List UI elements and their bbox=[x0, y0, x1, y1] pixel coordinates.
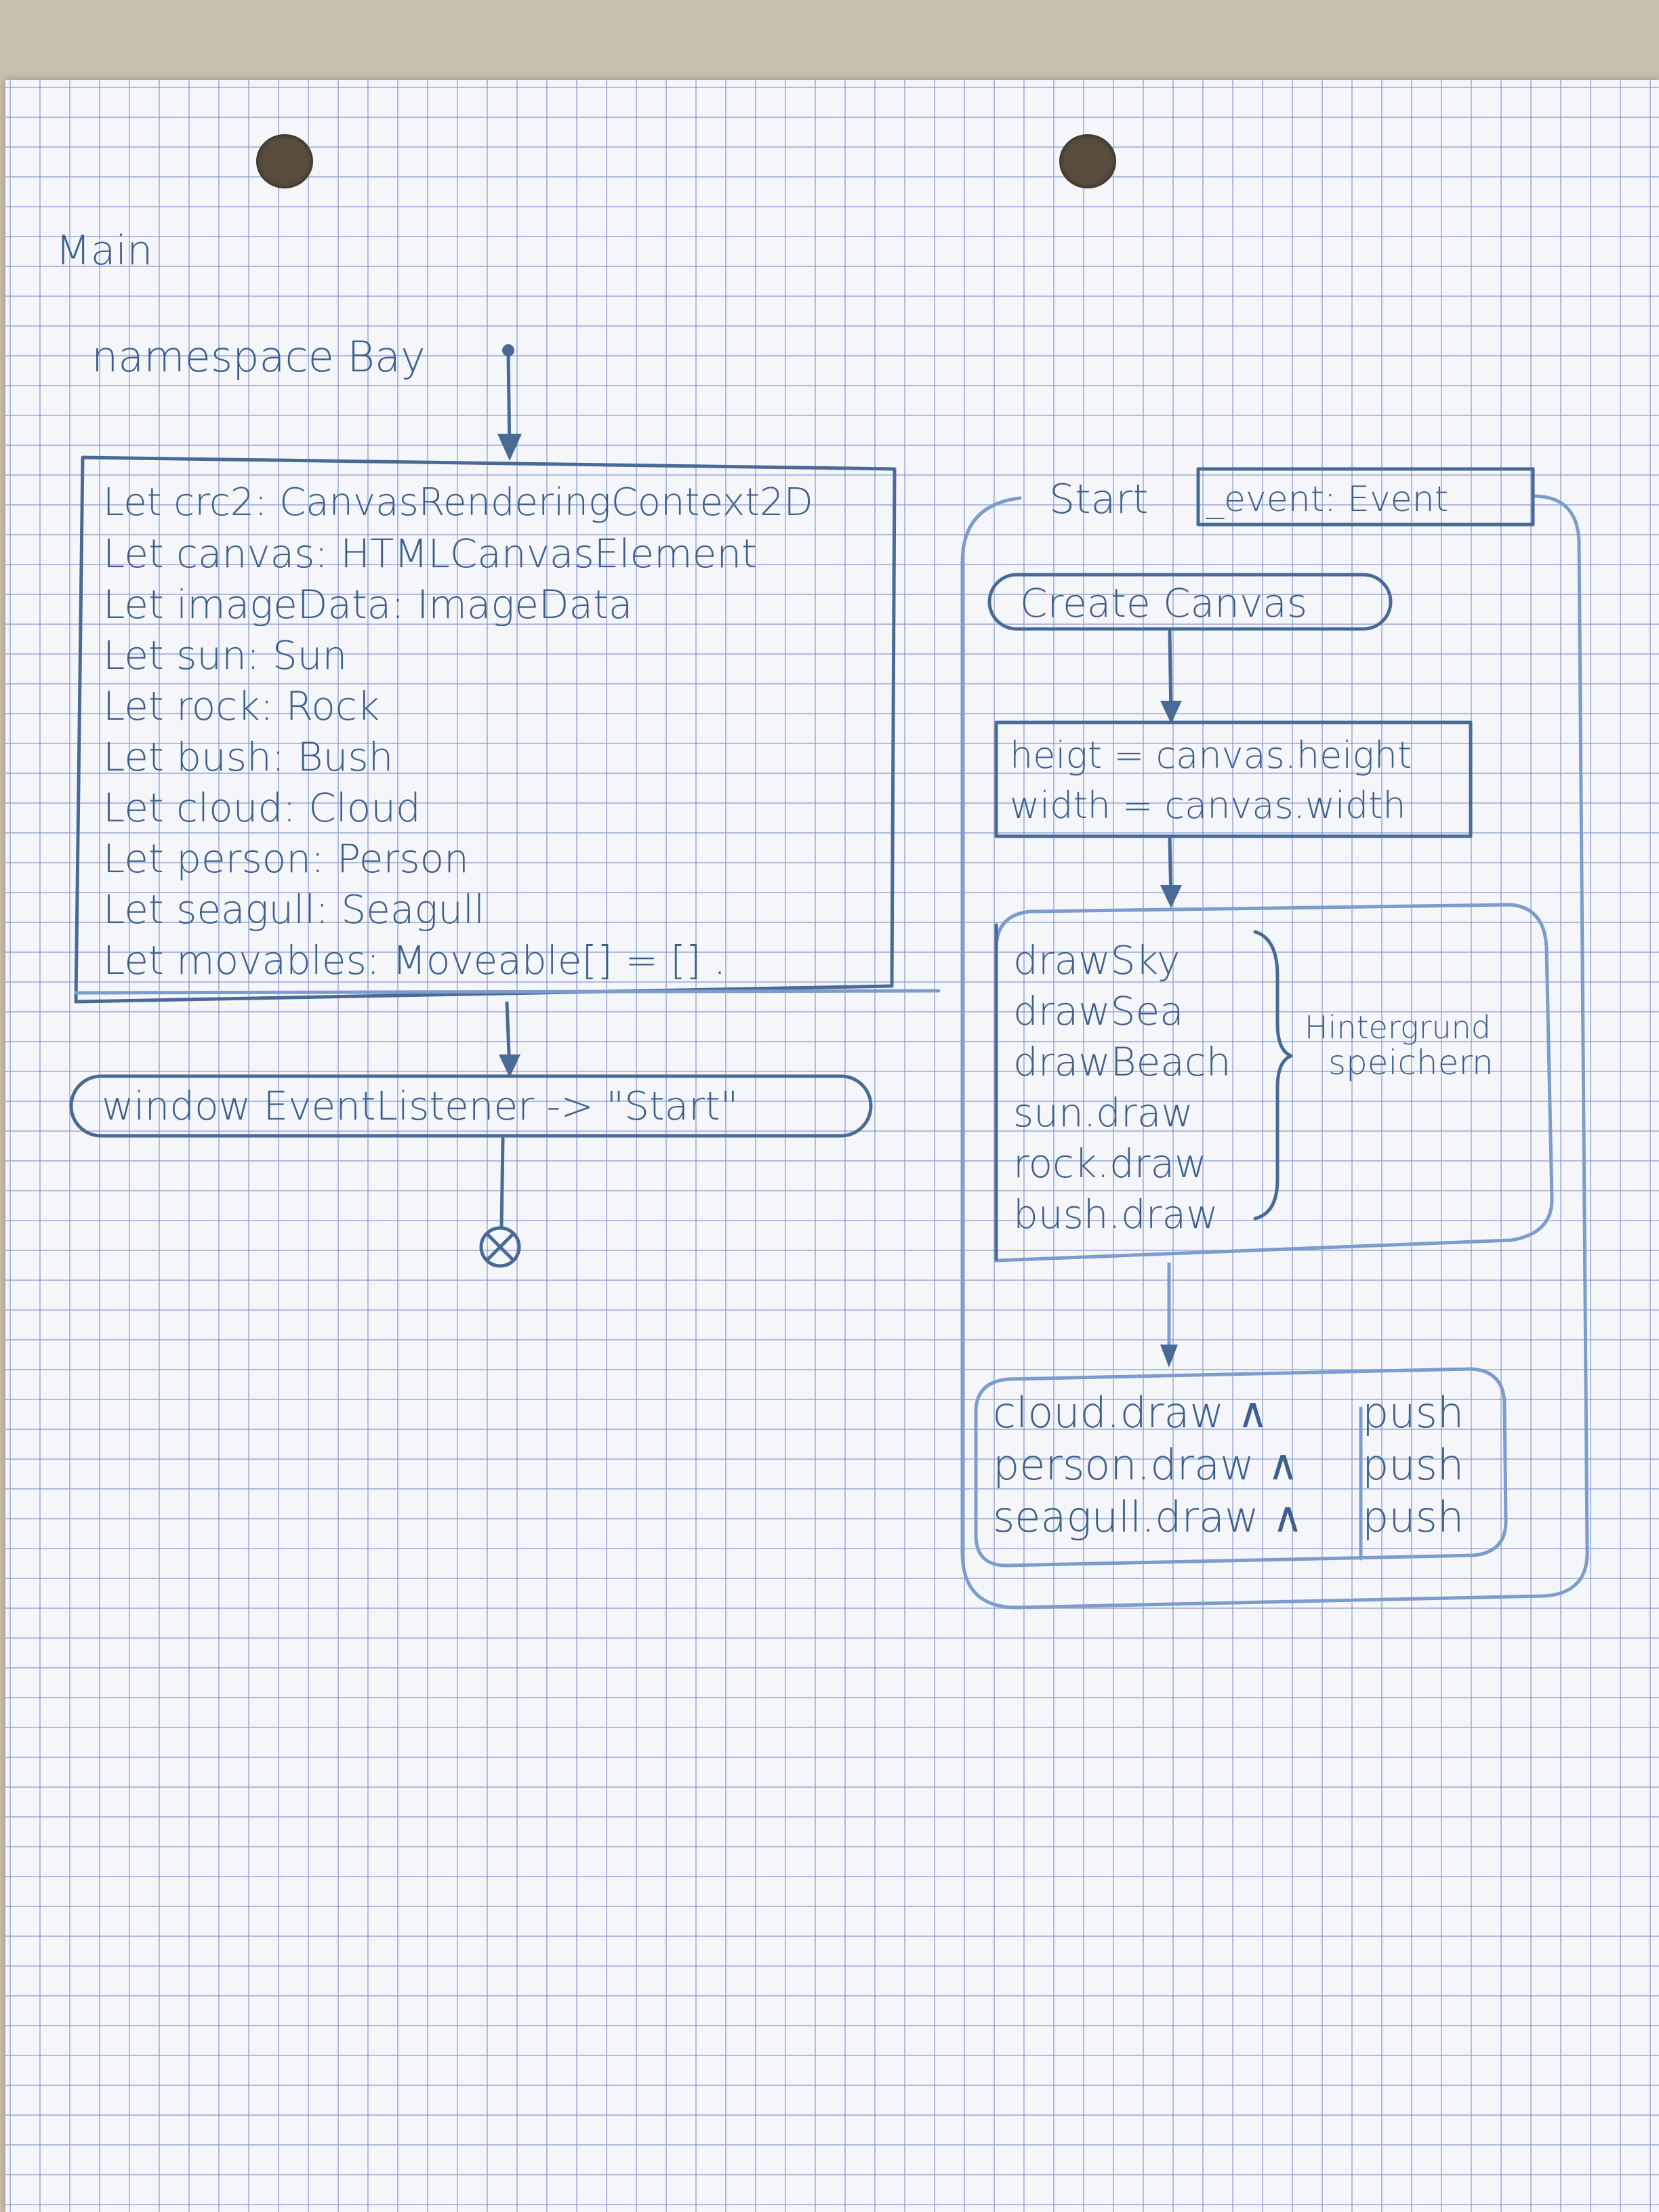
start-activity-title: Start bbox=[1049, 476, 1149, 523]
declaration-movables: Let movables: Moveable[] = [] . bbox=[103, 937, 726, 983]
background-brace bbox=[1253, 930, 1293, 1221]
grid-paper bbox=[5, 80, 1659, 2212]
declaration-person: Let person: Person bbox=[103, 836, 469, 882]
background-box bbox=[994, 903, 1554, 1263]
punch-hole-right bbox=[1059, 134, 1116, 188]
call-cloud-draw: cloud.draw ∧ bbox=[993, 1388, 1269, 1437]
call-draw-sky: drawSky bbox=[1013, 937, 1181, 983]
final-node-cross bbox=[486, 1233, 514, 1261]
create-canvas-label: Create Canvas bbox=[1020, 580, 1308, 626]
call-person-push: push bbox=[1362, 1440, 1465, 1490]
declaration-seagull: Let seagull: Seagull bbox=[103, 886, 485, 933]
declaration-canvas: Let canvas: HTMLCanvasElement bbox=[103, 531, 757, 577]
declarations-box bbox=[74, 455, 897, 1004]
page-title: Main bbox=[56, 227, 153, 274]
call-rock-draw: rock.draw bbox=[1013, 1141, 1207, 1187]
event-parameter: _event: Event bbox=[1206, 479, 1449, 520]
namespace-label: namespace Bay bbox=[91, 332, 426, 382]
final-node bbox=[479, 1226, 521, 1268]
call-sun-draw: sun.draw bbox=[1013, 1090, 1193, 1136]
dimensions-box bbox=[994, 720, 1473, 838]
arrow-listener-to-final bbox=[499, 1136, 505, 1230]
call-draw-sea: drawSea bbox=[1013, 988, 1184, 1034]
movables-box bbox=[974, 1367, 1508, 1568]
declaration-imagedata: Let imageData: ImageData bbox=[103, 581, 633, 628]
dimension-height: heigt = canvas.height bbox=[1010, 734, 1412, 777]
call-bush-draw: bush.draw bbox=[1013, 1191, 1218, 1237]
declaration-cloud: Let cloud: Cloud bbox=[103, 785, 421, 831]
declaration-bush: Let bush: Bush bbox=[103, 734, 394, 780]
create-canvas-outline bbox=[987, 573, 1393, 631]
start-activity-frame bbox=[960, 494, 1589, 1610]
event-parameter-box bbox=[1196, 467, 1535, 527]
declaration-rock: Let rock: Rock bbox=[103, 683, 380, 729]
dimension-width: width = canvas.width bbox=[1010, 784, 1406, 827]
arrowhead bbox=[499, 1054, 520, 1078]
punch-hole-left bbox=[256, 134, 313, 188]
arrowhead bbox=[1160, 885, 1182, 908]
call-seagull-push: push bbox=[1362, 1492, 1465, 1542]
arrowhead bbox=[1160, 701, 1182, 724]
listener-node-outline bbox=[69, 1074, 873, 1138]
call-draw-beach: drawBeach bbox=[1013, 1039, 1231, 1085]
call-person-draw: person.draw ∧ bbox=[993, 1440, 1298, 1490]
background-note-line2: speichern bbox=[1328, 1043, 1494, 1082]
initial-node bbox=[502, 344, 514, 356]
arrowhead bbox=[497, 434, 522, 461]
listener-node-label: window EventListener -> "Start" bbox=[102, 1083, 739, 1129]
declaration-crc2: Let crc2: CanvasRenderingContext2D bbox=[103, 480, 813, 525]
background-note-line1: Hintergrund bbox=[1305, 1009, 1491, 1046]
declarations-underline bbox=[74, 989, 941, 995]
arrowhead bbox=[1160, 1345, 1178, 1368]
call-cloud-push: push bbox=[1362, 1388, 1465, 1437]
declaration-sun: Let sun: Sun bbox=[103, 632, 348, 678]
call-seagull-draw: seagull.draw ∧ bbox=[993, 1492, 1303, 1542]
